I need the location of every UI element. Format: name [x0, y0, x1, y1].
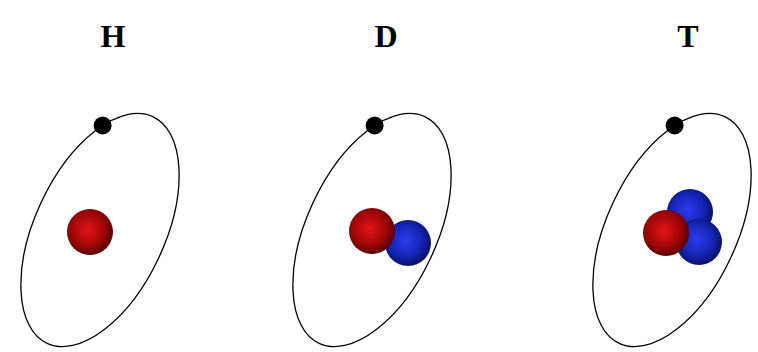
- electron-orbit: [560, 89, 758, 352]
- proton: [67, 209, 113, 255]
- proton: [349, 208, 395, 254]
- electron: [94, 117, 112, 135]
- tritium-atom: [560, 89, 758, 352]
- electron-orbit: [260, 89, 483, 352]
- electron: [366, 117, 384, 135]
- isotope-symbol: D: [374, 20, 397, 52]
- electron: [666, 117, 684, 135]
- hydrogen-atom: [0, 89, 212, 352]
- electron-orbit: [0, 89, 212, 352]
- deuterium-atom: [260, 89, 483, 352]
- isotope-symbol: H: [101, 20, 126, 52]
- isotope-symbol: T: [677, 20, 698, 52]
- proton: [643, 210, 689, 256]
